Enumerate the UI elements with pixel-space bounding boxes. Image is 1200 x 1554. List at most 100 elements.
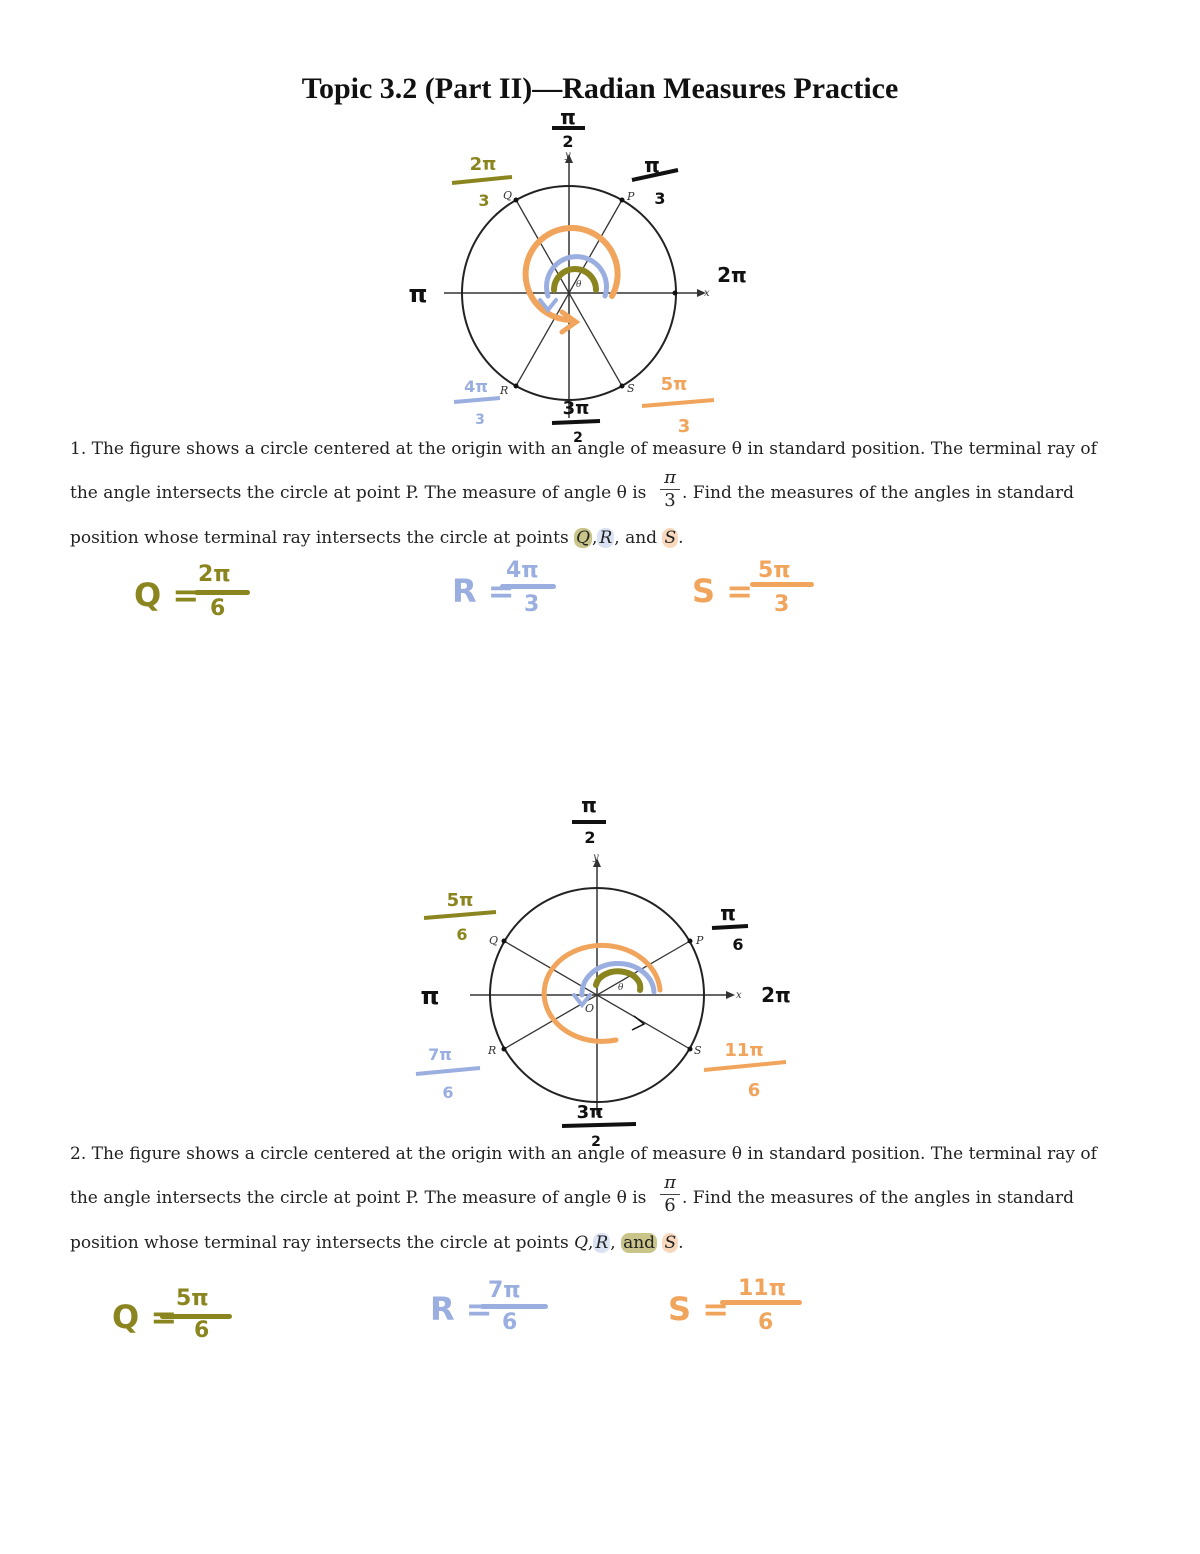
problem-1-line-2b: . Find the measures of the angles in sta… — [682, 483, 1075, 503]
problem-2-fraction: π 6 — [660, 1173, 680, 1216]
svg-text:π: π — [644, 153, 660, 177]
label-q: Q — [489, 934, 498, 947]
answer-1-q: Q = 2π 6 — [134, 562, 254, 626]
annot-bottom: 3π 2 — [561, 1102, 637, 1150]
annot-r: 4π 3 — [453, 377, 501, 428]
problem-1-line-3: position whose terminal ray intersects t… — [70, 528, 684, 548]
annot-r: 7π 6 — [415, 1045, 481, 1102]
annot-s: 5π 3 — [641, 374, 715, 437]
label-p: P — [695, 934, 704, 947]
annot-left: π — [409, 280, 428, 308]
label-q: Q — [503, 189, 512, 202]
point-q — [501, 938, 507, 944]
svg-text:5π: 5π — [661, 374, 688, 395]
label-y: y — [564, 150, 571, 161]
svg-text:2: 2 — [584, 828, 595, 847]
problem-2-line-2b: . Find the measures of the angles in sta… — [682, 1188, 1075, 1208]
annot-right: 2π — [761, 983, 791, 1007]
label-theta: θ — [576, 280, 582, 290]
svg-text:6: 6 — [442, 1083, 453, 1102]
orange-arc — [541, 942, 663, 1044]
annot-s: 11π 6 — [703, 1040, 787, 1101]
blue-arc — [544, 254, 609, 299]
point-r — [501, 1046, 507, 1052]
figure-2-unit-circle: P Q R S O x y θ π 2 π 6 5π 6 π 2π 7π 6 3… — [415, 793, 791, 1150]
highlight-r: R — [597, 528, 615, 548]
svg-text:3: 3 — [654, 189, 665, 208]
problem-2-line-1: 2. The figure shows a circle centered at… — [70, 1144, 1097, 1164]
svg-text:3π: 3π — [577, 1102, 604, 1123]
problem-2-line-3: position whose terminal ray intersects t… — [70, 1233, 684, 1253]
annot-p: π 6 — [711, 901, 749, 954]
annot-q: 2π 3 — [451, 154, 513, 210]
x-axis-arrow-icon — [726, 991, 735, 999]
highlight-q: Q — [574, 528, 593, 548]
problem-2: 2. The figure shows a circle centered at… — [70, 1143, 1140, 1253]
annot-right: 2π — [717, 263, 747, 287]
annot-bottom: 3π 2 — [551, 398, 601, 446]
point-q — [513, 197, 519, 203]
svg-text:π: π — [581, 793, 597, 817]
svg-text:3: 3 — [478, 191, 489, 210]
answer-2-s: S = 11π 6 — [668, 1276, 808, 1340]
svg-text:6: 6 — [748, 1080, 761, 1101]
label-s: S — [694, 1044, 702, 1057]
label-p: P — [626, 190, 635, 203]
svg-text:6: 6 — [732, 935, 743, 954]
problem-1: 1. The figure shows a circle centered at… — [70, 438, 1140, 548]
label-s: S — [627, 382, 635, 395]
annot-p: π 3 — [631, 153, 679, 208]
problem-1-fraction: π 3 — [660, 468, 680, 511]
annot-top: π 2 — [552, 105, 585, 151]
point-p — [619, 197, 625, 203]
y-axis-arrow-icon — [565, 154, 573, 163]
orange-arrowhead-icon — [559, 309, 581, 335]
highlight-r: R — [593, 1233, 611, 1253]
svg-text:2: 2 — [573, 430, 583, 446]
label-r: R — [487, 1044, 496, 1057]
answer-2-q: Q = 5π 6 — [112, 1286, 242, 1348]
svg-text:2: 2 — [562, 132, 573, 151]
svg-text:π: π — [560, 105, 576, 129]
annot-q: 5π 6 — [423, 890, 497, 944]
point-s — [619, 383, 625, 389]
blue-arrowhead-icon — [572, 993, 592, 1009]
point-r — [513, 383, 519, 389]
answer-2-r: R = 7π 6 — [430, 1278, 560, 1340]
point-s — [687, 1046, 693, 1052]
blue-arrowhead-icon — [538, 298, 558, 314]
annot-top: π 2 — [572, 793, 606, 847]
orange-arc — [522, 225, 621, 323]
point-p — [687, 938, 693, 944]
highlight-s: S — [662, 528, 679, 548]
highlight-and: and — [621, 1233, 658, 1253]
annot-left: π — [421, 982, 440, 1010]
svg-text:3: 3 — [678, 416, 691, 437]
blue-arc — [579, 960, 657, 998]
label-x: x — [704, 288, 710, 299]
label-q: Q — [574, 1233, 589, 1253]
olive-arc — [593, 968, 644, 993]
ray-q-s — [503, 940, 691, 1050]
orange-arrowhead-icon — [631, 1015, 646, 1031]
svg-text:π: π — [720, 901, 736, 925]
page-title: Topic 3.2 (Part II)—Radian Measures Prac… — [301, 72, 899, 105]
answer-1-s: S = 5π 3 — [692, 558, 822, 622]
svg-text:11π: 11π — [724, 1040, 763, 1061]
svg-text:2π: 2π — [470, 154, 497, 175]
label-x: x — [736, 990, 742, 1001]
label-o: O — [585, 1002, 594, 1015]
y-axis-arrow-icon — [593, 858, 601, 867]
problem-1-line-1: 1. The figure shows a circle centered at… — [70, 439, 1097, 459]
label-r: R — [499, 384, 508, 397]
axis-dot-x — [672, 290, 678, 296]
svg-text:5π: 5π — [447, 890, 474, 911]
highlight-s: S — [662, 1233, 679, 1253]
svg-text:6: 6 — [456, 925, 467, 944]
svg-text:4π: 4π — [464, 377, 488, 396]
answer-1-r: R = 4π 3 — [452, 558, 572, 622]
svg-text:7π: 7π — [428, 1045, 452, 1064]
svg-text:3π: 3π — [563, 398, 590, 419]
olive-arc — [551, 266, 599, 293]
ray-q-s — [515, 199, 623, 387]
